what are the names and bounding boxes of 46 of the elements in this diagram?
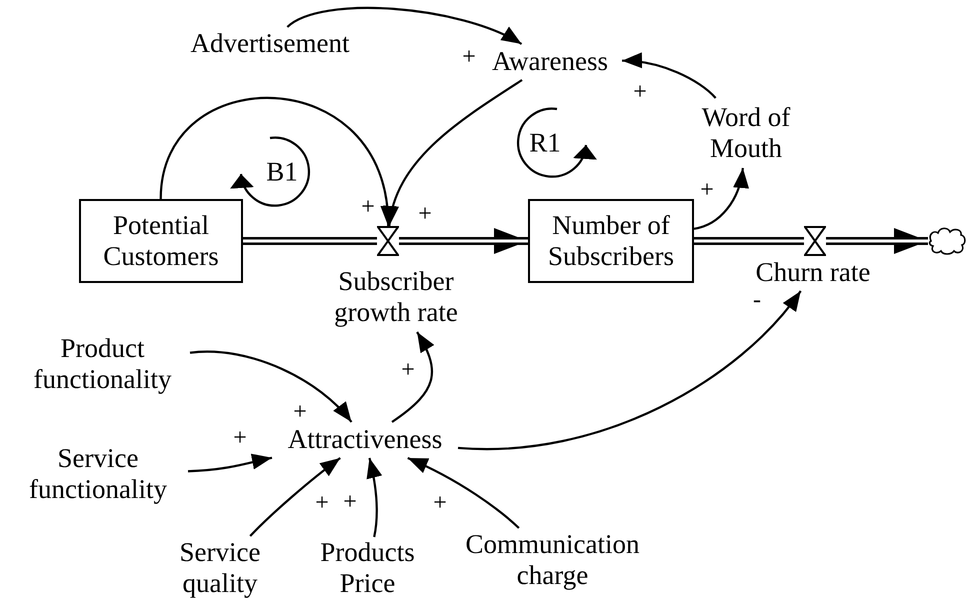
polarity-sign: + (343, 490, 357, 514)
arrow (384, 79, 523, 226)
variable-label: Awareness (478, 44, 622, 80)
flow-pipe (399, 228, 528, 254)
variable-label: Subscriber growth rate (316, 262, 476, 332)
arrow (458, 290, 802, 450)
valve-symbol (377, 226, 399, 256)
arrow (286, 6, 522, 45)
arrow (366, 458, 382, 538)
polarity-sign: + (433, 491, 447, 515)
arrow (249, 457, 341, 537)
arrow (694, 168, 748, 230)
variable-label: Service quality (165, 536, 275, 600)
polarity-sign: + (462, 45, 476, 69)
cloud-symbol (928, 226, 966, 256)
stock-box: Potential Customers (79, 199, 243, 283)
loop-label: B1 (266, 158, 298, 186)
polarity-sign: - (753, 288, 761, 312)
flow-pipe (694, 237, 804, 245)
polarity-sign: + (315, 491, 329, 515)
variable-label: Communication charge (445, 528, 660, 592)
valve-symbol (804, 226, 826, 256)
polarity-sign: + (700, 178, 714, 202)
variable-label: Churn rate (738, 255, 888, 291)
stock-box: Number of Subscribers (528, 199, 694, 283)
polarity-sign: + (233, 426, 247, 450)
flow-pipe (826, 228, 928, 254)
arrow (190, 350, 352, 423)
variable-label: Attractiveness (272, 422, 458, 458)
polarity-sign: + (401, 358, 415, 382)
polarity-sign: + (418, 202, 432, 226)
arrow (391, 331, 434, 423)
variable-label: Product functionality (15, 330, 190, 398)
arrow (622, 53, 716, 99)
variable-label: Service functionality (8, 440, 188, 508)
variable-label: Advertisement (168, 27, 372, 61)
arrow (160, 97, 394, 226)
variable-label: Word of Mouth (684, 98, 808, 168)
variable-label: Products Price (305, 537, 430, 599)
arrow (188, 454, 272, 472)
loop-label: R1 (529, 130, 561, 156)
polarity-sign: + (633, 80, 647, 104)
flow-pipe (243, 237, 377, 245)
arrow (407, 457, 520, 529)
polarity-sign: + (293, 400, 307, 424)
polarity-sign: + (361, 195, 375, 219)
